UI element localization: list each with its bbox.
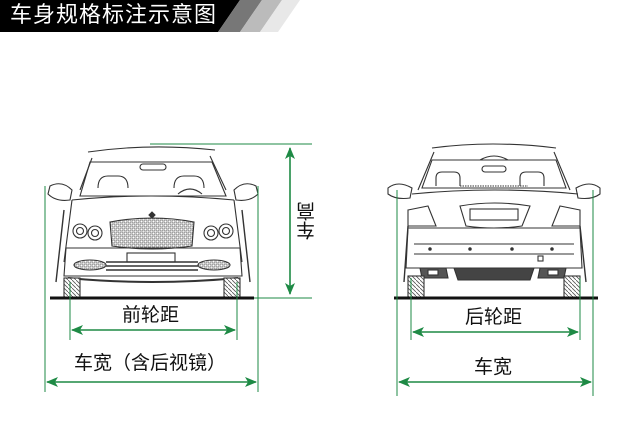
front-width-label: 车宽（含后视镜） <box>74 352 227 374</box>
rear-track-label: 后轮距 <box>465 306 523 328</box>
rear-dimensions <box>396 190 594 396</box>
front-dimensions <box>44 143 312 392</box>
front-height-label: 车高 <box>296 202 318 240</box>
header-banner: 车身规格标注示意图 <box>0 0 640 32</box>
front-track-label: 前轮距 <box>122 304 180 326</box>
rear-width-label: 车宽 <box>474 356 513 378</box>
rear-car-drawing <box>387 143 601 299</box>
front-car-drawing <box>47 146 259 299</box>
header-stripes <box>0 0 300 32</box>
page-title: 车身规格标注示意图 <box>10 3 218 28</box>
